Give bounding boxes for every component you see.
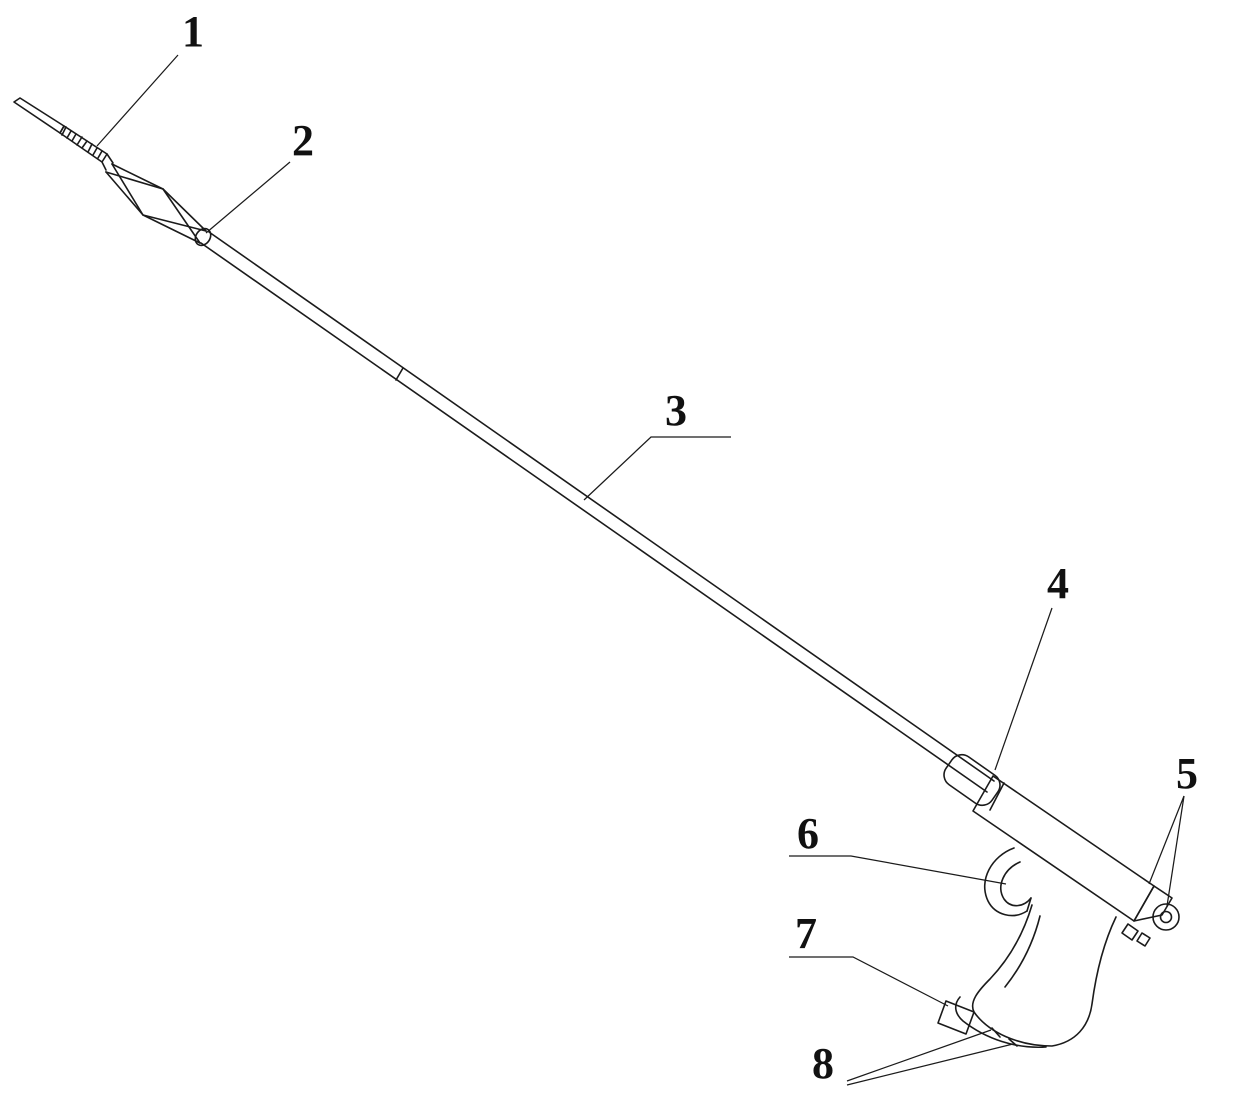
basket-strut-4 bbox=[142, 214, 207, 232]
trigger bbox=[983, 847, 1032, 917]
rear-fitting-2 bbox=[1136, 932, 1151, 947]
leader-line-2 bbox=[205, 161, 291, 234]
rear-knob-center bbox=[1159, 910, 1173, 924]
rear-cap-wedge bbox=[1133, 885, 1173, 922]
leader-line-5b bbox=[1166, 795, 1185, 907]
shaft-upper-line bbox=[208, 231, 995, 782]
shaft-joint-tick bbox=[395, 367, 404, 381]
leader-line-3 bbox=[583, 436, 731, 501]
basket-lower-edge bbox=[105, 171, 201, 244]
pistol-grip bbox=[954, 904, 1117, 1049]
tip-hatch-marks bbox=[61, 126, 103, 159]
tip-taper bbox=[101, 153, 114, 171]
figure-label-7: 7 bbox=[795, 909, 817, 958]
butt-seam-2 bbox=[1008, 1038, 1018, 1047]
reference-labels: 1 2 3 4 5 6 7 8 bbox=[182, 7, 1198, 1088]
basket-strut-3 bbox=[162, 188, 201, 244]
figure-label-6: 6 bbox=[797, 809, 819, 858]
bottom-latch bbox=[937, 1000, 975, 1035]
shaft-collar bbox=[943, 753, 1001, 807]
device-drawing bbox=[13, 97, 1180, 1049]
leader-line-1 bbox=[96, 54, 179, 147]
leader-line-8a bbox=[846, 1029, 992, 1082]
figure-label-1: 1 bbox=[182, 7, 204, 56]
housing-seam bbox=[989, 782, 1005, 811]
leader-line-7 bbox=[789, 956, 949, 1007]
trigger-inner bbox=[1000, 861, 1032, 907]
leader-lines bbox=[96, 54, 1185, 1086]
basket-strut-2 bbox=[105, 171, 164, 190]
leader-line-6 bbox=[789, 855, 1007, 885]
rear-knob bbox=[1152, 903, 1180, 931]
leader-line-4 bbox=[994, 607, 1053, 771]
figure-label-3: 3 bbox=[665, 386, 687, 435]
basket-collar bbox=[194, 227, 212, 247]
trigger-tip bbox=[1026, 897, 1032, 912]
basket-strut-1 bbox=[111, 163, 144, 216]
basket-upper-edge bbox=[111, 163, 207, 232]
grip-butt-plate bbox=[954, 996, 1047, 1049]
figure-label-4: 4 bbox=[1047, 559, 1069, 608]
shaft bbox=[200, 231, 995, 793]
rear-fitting-1 bbox=[1121, 923, 1139, 941]
grip-outline bbox=[971, 904, 1117, 1047]
rear-cap bbox=[1121, 885, 1180, 947]
grip-inner-contour bbox=[1004, 915, 1041, 988]
handle-housing bbox=[972, 775, 1155, 922]
leader-line-5a bbox=[1148, 795, 1185, 885]
tip-rod-outline bbox=[59, 125, 108, 163]
tip-needle bbox=[13, 97, 114, 171]
expandable-basket bbox=[105, 163, 212, 247]
housing-body bbox=[972, 775, 1155, 922]
leader-line-8b bbox=[846, 1043, 1014, 1086]
figure-label-2: 2 bbox=[292, 116, 314, 165]
figure-label-5: 5 bbox=[1176, 749, 1198, 798]
tip-needle-outline bbox=[13, 97, 65, 134]
trigger-outer bbox=[983, 847, 1028, 917]
butt-seam-1 bbox=[991, 1027, 1001, 1038]
shaft-lower-line bbox=[200, 242, 988, 793]
figure-label-8: 8 bbox=[812, 1039, 834, 1088]
